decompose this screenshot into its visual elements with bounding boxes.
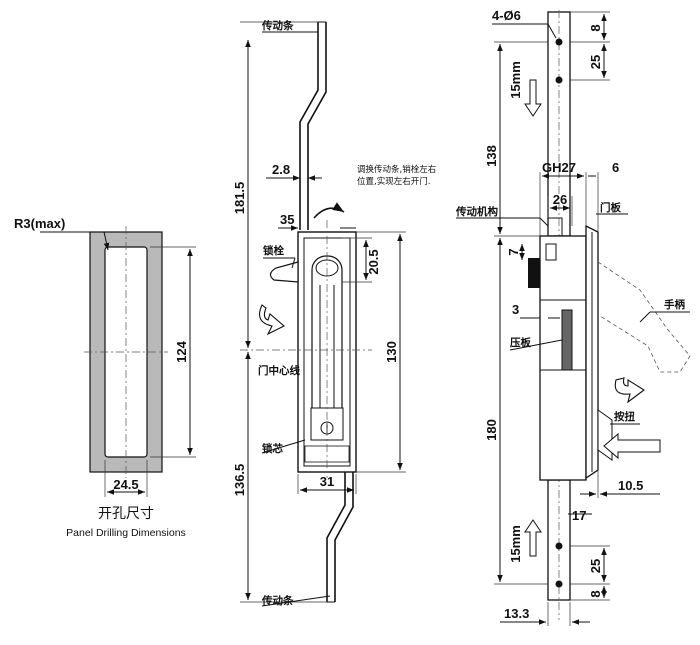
button-label: 按扭 xyxy=(614,410,635,423)
bottom-rod-label: 传动条 xyxy=(261,594,294,607)
front-view: 181.5 136.5 2.8 35 调换传动条,销栓左右 位置,实现左右开门.… xyxy=(232,19,436,607)
rotate-arrow-icon xyxy=(259,304,285,336)
dim-10-5: 10.5 xyxy=(618,478,643,493)
stroke-top: 15mm xyxy=(508,61,523,99)
dim-25-top: 25 xyxy=(588,55,603,69)
handle-label: 手柄 xyxy=(664,298,685,311)
handle-swing-outline xyxy=(597,261,691,373)
dim-138: 138 xyxy=(484,145,499,167)
note-line-1: 调换传动条,销栓左右 xyxy=(357,164,436,175)
latch-label: 锁栓 xyxy=(263,244,284,257)
dim-3: 3 xyxy=(512,302,519,317)
note-line-2: 位置,实现左右开门. xyxy=(357,176,430,187)
width-dimension: 24.5 xyxy=(113,477,138,492)
height-dimension: 124 xyxy=(174,340,189,362)
dim-13-3: 13.3 xyxy=(504,606,529,621)
dim-gh27: GH27 xyxy=(542,160,576,175)
dim-8-bottom: 8 xyxy=(588,590,603,597)
dim-8-top: 8 xyxy=(588,24,603,31)
dim-7: 7 xyxy=(506,248,521,255)
top-drive-rod xyxy=(299,22,319,230)
caption-en: Panel Drilling Dimensions xyxy=(66,527,186,539)
dim-26: 26 xyxy=(553,192,567,207)
pressure-plate xyxy=(561,309,573,371)
panel-drilling-view: R3(max) 124 24.5 开孔尺寸 Panel Drilling Dim… xyxy=(14,216,196,539)
dim-130: 130 xyxy=(384,341,399,363)
latch-bolt xyxy=(269,261,299,283)
side-view: 15mm 15mm 4-Ø6 8 25 25 8 138 180 xyxy=(455,8,691,626)
lock-core-label: 锁芯 xyxy=(262,442,283,455)
mount-hole xyxy=(555,38,563,46)
stroke-bottom: 15mm xyxy=(508,525,523,563)
rotate-arrow-icon xyxy=(614,377,645,404)
stroke-down-arrow-icon xyxy=(524,79,542,117)
dim-2-8: 2.8 xyxy=(272,162,290,177)
pressure-plate-label: 压板 xyxy=(510,336,531,349)
holes-label: 4-Ø6 xyxy=(492,8,521,23)
dim-31: 31 xyxy=(320,474,334,489)
dim-180: 180 xyxy=(484,419,499,441)
push-arrow-icon xyxy=(603,432,661,460)
caption-cn: 开孔尺寸 xyxy=(98,506,154,522)
dim-6: 6 xyxy=(612,160,619,175)
dim-136-5: 136.5 xyxy=(232,464,247,497)
drive-mechanism-label: 传动机构 xyxy=(455,205,498,218)
dim-35: 35 xyxy=(280,212,294,227)
door-center-label: 门中心线 xyxy=(258,364,300,377)
dim-20-5: 20.5 xyxy=(366,249,381,274)
door-panel-label: 门板 xyxy=(600,201,621,214)
button xyxy=(597,409,613,461)
stroke-up-arrow-icon xyxy=(524,519,542,557)
dim-17: 17 xyxy=(572,508,586,523)
dim-25-bottom: 25 xyxy=(588,559,603,573)
radius-label: R3(max) xyxy=(14,216,65,231)
dim-181-5: 181.5 xyxy=(232,182,247,215)
top-rod-label: 传动条 xyxy=(261,19,294,32)
knob xyxy=(528,258,540,288)
